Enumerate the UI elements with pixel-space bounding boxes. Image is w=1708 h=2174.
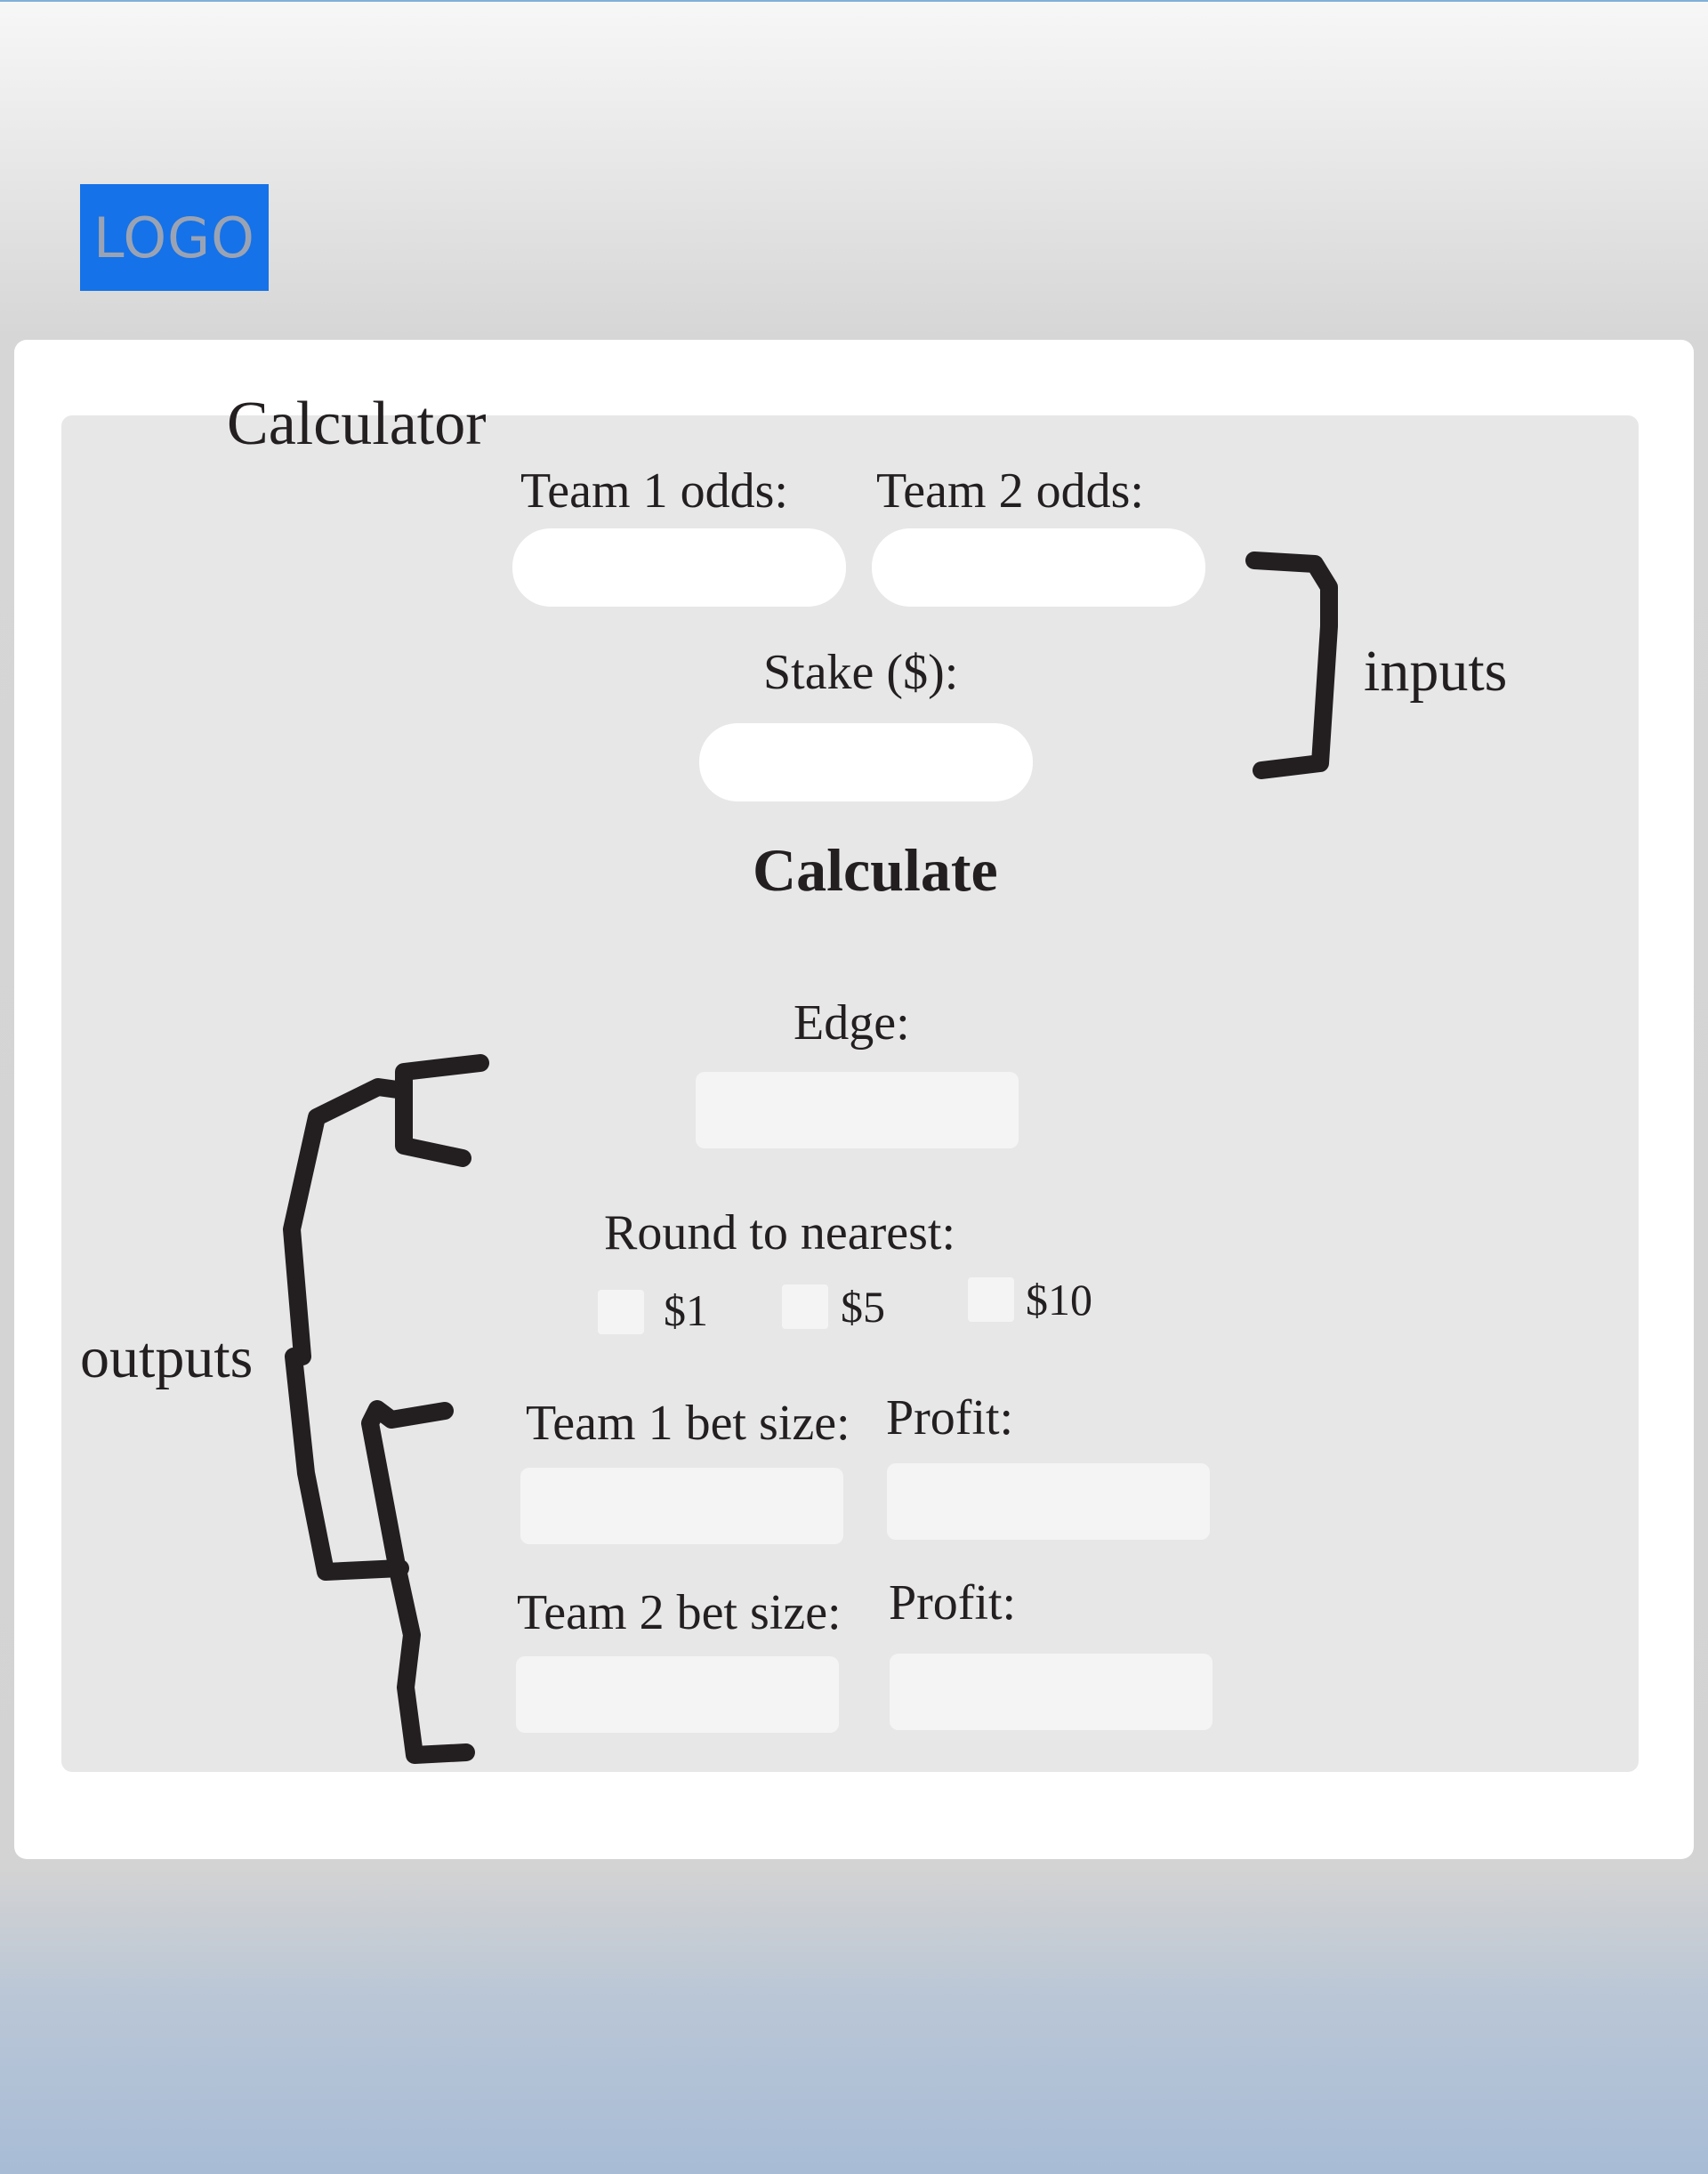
round-5-checkbox[interactable] [782, 1284, 828, 1329]
stake-input[interactable] [699, 723, 1033, 801]
team1-odds-label: Team 1 odds: [520, 463, 788, 519]
team2-odds-label: Team 2 odds: [876, 463, 1144, 519]
page-header: LOGO [2, 2, 1706, 340]
team2-profit-label: Profit: [889, 1575, 1017, 1630]
outputs-bracket-upper [283, 1054, 489, 1581]
logo-text: LOGO [93, 205, 255, 270]
edge-output [696, 1072, 1019, 1148]
team1-bet-output [520, 1468, 843, 1544]
logo[interactable]: LOGO [80, 184, 269, 291]
round-10-label: $10 [1026, 1275, 1092, 1325]
inputs-bracket [1245, 552, 1338, 779]
round-label: Round to nearest: [604, 1205, 956, 1260]
top-border [0, 0, 1708, 2]
team1-profit-label: Profit: [886, 1390, 1014, 1445]
inputs-annotation: inputs [1364, 639, 1508, 704]
edge-label: Edge: [794, 995, 910, 1051]
round-5-label: $5 [841, 1282, 885, 1332]
round-1-checkbox[interactable] [598, 1290, 644, 1334]
round-10-checkbox[interactable] [968, 1277, 1014, 1322]
calculate-button[interactable]: Calculate [753, 836, 998, 904]
team2-bet-output [516, 1656, 839, 1733]
team1-profit-output [887, 1463, 1210, 1540]
team2-odds-input[interactable] [872, 528, 1205, 607]
team1-odds-input[interactable] [512, 528, 846, 607]
round-1-label: $1 [664, 1285, 708, 1335]
team2-profit-output [890, 1654, 1213, 1730]
stake-label: Stake ($): [763, 645, 959, 700]
page-title: Calculator [227, 390, 487, 458]
team1-bet-label: Team 1 bet size: [526, 1396, 850, 1451]
outputs-annotation: outputs [80, 1325, 254, 1390]
team2-bet-label: Team 2 bet size: [517, 1585, 842, 1640]
outputs-bracket-lower [361, 1400, 475, 1764]
